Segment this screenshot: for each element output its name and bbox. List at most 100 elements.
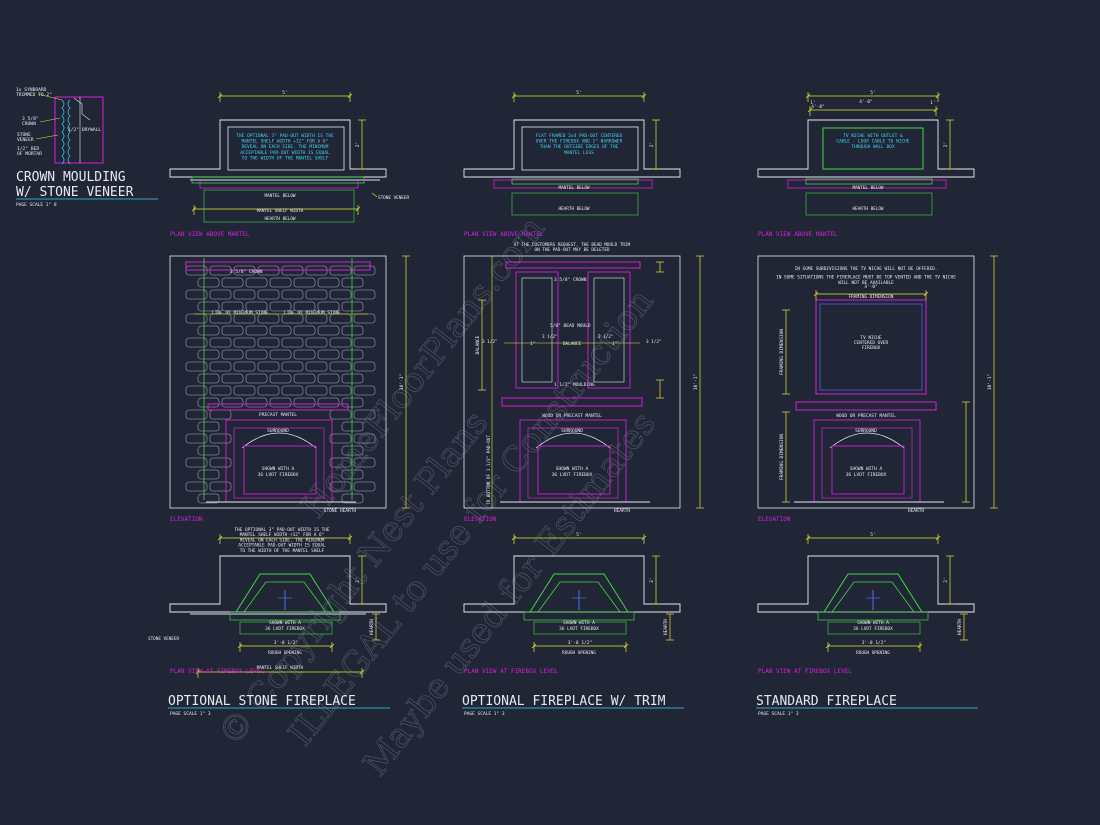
plan-note-line: REVEAL ON EACH SIDE. THE MINIMUM: [242, 144, 329, 150]
firebox-plan-title: PLAN VIEW AT FIREBOX LEVEL: [170, 668, 264, 675]
firebox-label-stone-veneer: STONE VENEER: [148, 636, 179, 642]
fireplace-scale: PAGE SCALE 1" 3: [758, 711, 799, 717]
elev-dim: 3 1/2": [598, 334, 614, 340]
elev-dim: 4'-0": [864, 284, 877, 290]
elev-label-crown: 3 5/8" CROWN: [230, 269, 263, 275]
plan-note-line: FLAT FRAMED 2x4 PAD-OUT CENTERED: [536, 133, 623, 139]
plan-view-above-mantel: 5'2'FLAT FRAMED 2x4 PAD-OUT CENTEREDOVER…: [463, 90, 681, 238]
dimension-label: 3'-0 1/2": [862, 640, 886, 646]
crown-label-stone-b: VENEER: [17, 137, 34, 143]
elev-label-mantel: PRECAST MANTEL: [259, 412, 297, 418]
firebox-label-rough-opening: ROUGH OPENING: [856, 650, 890, 656]
elev-dim: 3 1/2": [646, 339, 662, 345]
plan-note-line: MANTEL SHELF WIDTH +12" FOR A 6": [242, 139, 329, 145]
fireplace-heading: STANDARD FIREPLACE: [756, 694, 897, 709]
dimension-label: BALANCE: [475, 335, 481, 354]
firebox-label-rough-opening: ROUGH OPENING: [268, 650, 302, 656]
plan-title-above-mantel: PLAN VIEW ABOVE MANTEL: [170, 231, 250, 238]
plan-note-line: TV NICHE WITH OUTLET &: [843, 133, 903, 139]
dimension-label: 5': [576, 90, 581, 96]
fireplace-scale: PAGE SCALE 1" 3: [464, 711, 505, 717]
elev-label-framing: FRAMING DIMENSION: [849, 294, 894, 300]
plan-title-above-mantel: PLAN VIEW ABOVE MANTEL: [464, 231, 544, 238]
crown-title-line1: CROWN MOULDING: [16, 170, 126, 185]
elev-label-niche: TV NICHE: [860, 335, 882, 341]
elevation-title: ELEVATION: [170, 516, 203, 523]
firebox-label-rough-opening: ROUGH OPENING: [562, 650, 596, 656]
plan-label-hearth-below: HEARTH BELOW: [558, 206, 589, 212]
firebox-plan-title: PLAN VIEW AT FIREBOX LEVEL: [464, 668, 558, 675]
stone-veneer-pattern: [185, 265, 376, 504]
plan-view-at-firebox: 2' HEARTH THE OPTIONAL 3" PAD-OUT WIDTH IS…: [148, 527, 387, 678]
column-stone-fireplace: 5' 2' THE OPTIONAL 3" PAD-OUT WIDTH IS THE…: [148, 90, 410, 717]
dimension-label: FRAMING DIMENSION: [779, 329, 785, 375]
fireplace-scale: PAGE SCALE 1" 3: [170, 711, 211, 717]
firebox-label-shown-a: SHOWN WITH A: [563, 620, 595, 626]
plan-note-line: MANTEL LEGS: [564, 150, 594, 156]
elev-top-note: IN SOME SUBDIVISIONS THE TV NICHE WILL N…: [795, 266, 938, 272]
elev-dim: 3 1/2": [482, 339, 498, 345]
plan-label-mantel-below: MANTEL BELOW: [264, 193, 295, 199]
dimension-label: 2': [943, 577, 949, 582]
firebox-note-line: MANTEL SHELF WIDTH +12" FOR A 6": [240, 532, 325, 538]
plan-label-hearth-below: HEARTH BELOW: [852, 206, 883, 212]
crown-moulding-detail: 1x SYNBOARD TRIMMED TO 2" 3 5/8" CROWN S…: [16, 87, 158, 208]
plan-label-mantel-below: MANTEL BELOW: [558, 185, 589, 191]
dimension-label: 10'-1": [987, 374, 993, 390]
firebox-plan-title: PLAN VIEW AT FIREBOX LEVEL: [758, 668, 852, 675]
elev-label-bead-mould: 5/8" BEAD MOULD: [550, 323, 591, 329]
crown-label-1x-b: TRIMMED TO 2": [16, 92, 52, 98]
crown-label-crown-a: 3 5/8": [22, 116, 39, 122]
elev-dim: 1": [530, 341, 535, 347]
elev-top-note: ON THE PAD-OUT MAY BE DELETED: [534, 247, 609, 253]
elev-label-firebox-a: SHOWN WITH A: [850, 466, 883, 472]
elev-top-note: WILL NOT BE AVAILABLE: [838, 280, 894, 286]
elevation: 10'-1" IN SOME SUBDIVISIONS THE TV NICHE …: [757, 255, 998, 523]
elev-label-surround: SURROUND: [267, 428, 289, 434]
elevation-title: ELEVATION: [758, 516, 791, 523]
elev-label-min-stone: LINE OF MINIMUM STONE: [212, 310, 269, 316]
elev-dim: 3 1/2": [542, 334, 558, 340]
elev-label-hearth: HEARTH: [908, 508, 925, 514]
elev-label-niche: FIREBOX: [862, 345, 881, 351]
elev-label-surround: SURROUND: [855, 428, 877, 434]
elev-label-pad-out: TO BOTTOM OF 1 1/2" PAD-OUT: [486, 435, 492, 505]
plan-view-above-mantel: 5'2'4'-0"4'-0"1'1'TV NICHE WITH OUTLET &…: [757, 90, 975, 238]
plan-note-line: THE OPTIONAL 3" PAD-OUT WIDTH IS THE: [236, 133, 334, 139]
elevation-title: ELEVATION: [464, 516, 497, 523]
dimension-label: 2': [355, 142, 361, 147]
dimension-label: 10'-1": [399, 374, 405, 390]
firebox-note-line: THE OPTIONAL 3" PAD-OUT WIDTH IS THE: [234, 527, 330, 533]
elev-label-moulding: 1 1/2" MOULDING: [554, 382, 595, 388]
firebox-label-shown-a: SHOWN WITH A: [269, 620, 301, 626]
plan-note-line: THROUGH WALL BOX: [851, 144, 895, 150]
plan-view-above-mantel: 5' 2' THE OPTIONAL 3" PAD-OUT WIDTH IS THE…: [169, 90, 409, 238]
dimension-label: 2': [649, 577, 655, 582]
dimension-label: 2': [355, 577, 361, 582]
elev-label-wood-mantel: WOOD OR PRECAST MANTEL: [836, 413, 896, 419]
dimension-label: 5': [576, 532, 581, 538]
dimension-label: HEARTH: [369, 619, 375, 636]
elev-top-note: IN SOME SITUATIONS THE FIREPLACE MUST BE…: [776, 275, 956, 281]
elev-top-note: AT THE CUSTOMERS REQUEST, THE BEAD MOULD…: [514, 242, 631, 248]
elev-dim: 1": [612, 341, 617, 347]
plan-title-above-mantel: PLAN VIEW ABOVE MANTEL: [758, 231, 838, 238]
crown-title-line2: W/ STONE VENEER: [16, 185, 134, 200]
dimension-label: HEARTH: [663, 619, 669, 636]
firebox-label-shown-b: 36 LVDT FIREBOX: [265, 626, 305, 632]
plan-note-line: OVER THE FIREBOX AND 1" NARROWER: [536, 139, 623, 145]
plan-dim: 1': [930, 100, 935, 106]
elev-label-hearth: STONE HEARTH: [324, 508, 357, 514]
firebox-label-shelf-width: MANTEL SHELF WIDTH: [257, 665, 304, 671]
dimension-label: 5': [282, 90, 287, 96]
column-fireplace-with-trim: 5' 2' FLAT FRAMED 2x4 PAD-OUT CENTEREDOVER…: [462, 90, 704, 717]
fireplace-heading: OPTIONAL STONE FIREPLACE: [168, 694, 356, 709]
elev-label-firebox-a: SHOWN WITH A: [262, 466, 295, 472]
elev-label-firebox-b: 36 LVDT FIREBOX: [552, 472, 593, 478]
plan-label-mantel-below: MANTEL BELOW: [852, 185, 883, 191]
